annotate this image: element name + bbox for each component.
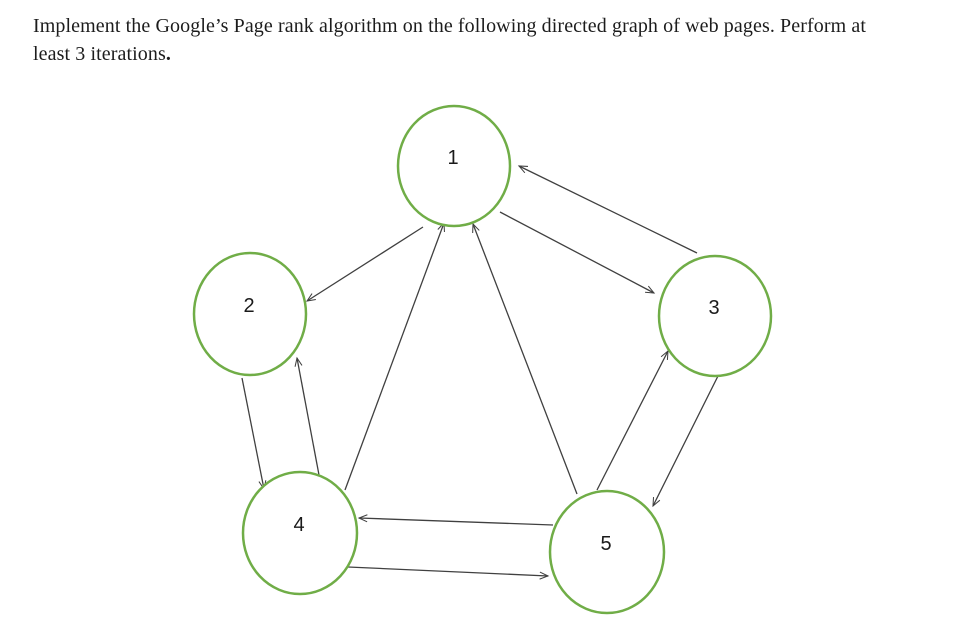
edge-5-to-4 (357, 514, 554, 526)
question-text: Implement the Google’s Page rank algorit… (33, 12, 948, 68)
edge-5-to-1 (472, 222, 578, 495)
edge-4-to-2 (294, 356, 320, 476)
edge-1-to-2 (305, 226, 424, 302)
node-label-2: 2 (243, 295, 254, 317)
edge-1-to-3 (499, 211, 656, 294)
edge-3-to-1 (517, 165, 698, 254)
node-5 (548, 489, 666, 615)
question-line-2: least 3 iterations. (33, 43, 171, 65)
node-label-4: 4 (293, 514, 304, 536)
question-bold-period: . (165, 43, 171, 65)
edges-layer (241, 165, 720, 580)
edge-4-to-1 (344, 221, 445, 491)
node-4 (241, 470, 359, 596)
question-line-1: Implement the Google’s Page rank algorit… (33, 15, 867, 37)
edge-3-to-5 (652, 373, 720, 508)
edge-2-to-4 (241, 377, 267, 491)
node-2 (192, 251, 308, 377)
edge-5-to-3 (596, 349, 669, 491)
node-1 (396, 104, 512, 228)
node-3 (657, 254, 773, 378)
node-label-1: 1 (447, 147, 458, 169)
node-label-5: 5 (600, 533, 611, 555)
node-label-3: 3 (708, 297, 719, 319)
edge-4-to-5 (347, 566, 550, 580)
nodes-layer: 1 2 3 4 5 (192, 104, 773, 615)
